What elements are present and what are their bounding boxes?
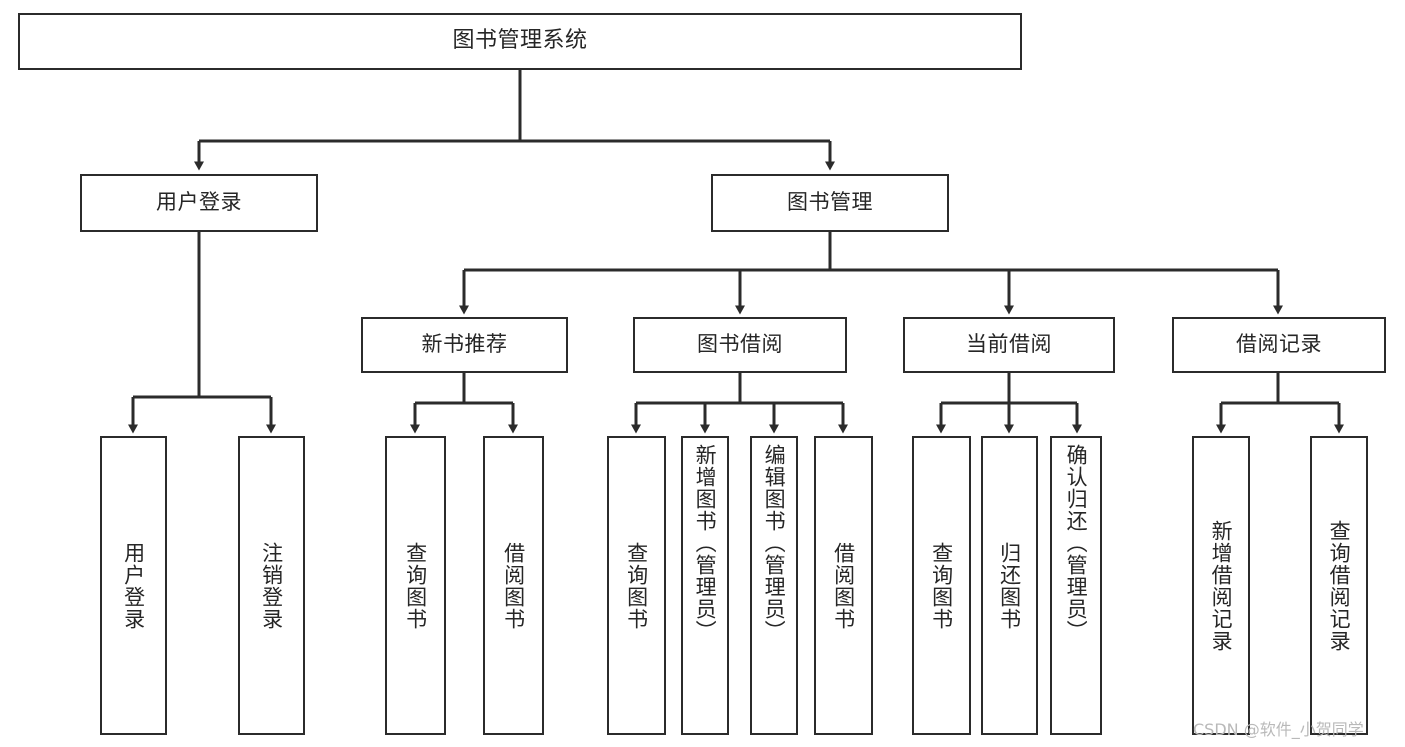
node-leaf-add-book[interactable]: 新增图书（管理员） xyxy=(681,436,729,735)
node-root-label: 图书管理系统 xyxy=(452,28,588,54)
node-leaf-add-record[interactable]: 新增借阅记录 xyxy=(1192,436,1250,735)
node-leaf-borrow-book-2[interactable]: 借阅图书 xyxy=(814,436,873,735)
node-book-borrow[interactable]: 图书借阅 xyxy=(633,317,847,373)
node-leaf-return-book-label: 归还图书 xyxy=(997,541,1022,630)
node-leaf-borrow-book-1[interactable]: 借阅图书 xyxy=(483,436,544,735)
node-current-borrow[interactable]: 当前借阅 xyxy=(903,317,1115,373)
node-user-login[interactable]: 用户登录 xyxy=(80,174,318,232)
node-leaf-query-book-1-label: 查询图书 xyxy=(403,541,428,630)
node-leaf-borrow-book-1-label: 借阅图书 xyxy=(501,541,526,630)
node-leaf-add-book-label: 新增图书（管理员） xyxy=(693,444,718,642)
node-root[interactable]: 图书管理系统 xyxy=(18,13,1022,70)
node-leaf-query-book-2[interactable]: 查询图书 xyxy=(607,436,666,735)
node-book-borrow-label: 图书借阅 xyxy=(697,332,783,357)
node-leaf-query-book-2-label: 查询图书 xyxy=(624,541,649,630)
node-leaf-user-login-label: 用户登录 xyxy=(121,541,146,630)
node-borrow-record[interactable]: 借阅记录 xyxy=(1172,317,1386,373)
csdn-watermark: CSDN @软件_小贺同学 xyxy=(1193,720,1364,739)
node-new-book-rec-label: 新书推荐 xyxy=(421,332,508,357)
node-current-borrow-label: 当前借阅 xyxy=(966,332,1052,357)
node-leaf-edit-book[interactable]: 编辑图书（管理员） xyxy=(750,436,798,735)
node-leaf-query-record[interactable]: 查询借阅记录 xyxy=(1310,436,1368,735)
node-leaf-query-record-label: 查询借阅记录 xyxy=(1327,519,1352,652)
node-leaf-edit-book-label: 编辑图书（管理员） xyxy=(762,444,787,642)
node-leaf-query-book-1[interactable]: 查询图书 xyxy=(385,436,446,735)
node-leaf-logout[interactable]: 注销登录 xyxy=(238,436,305,735)
node-user-login-label: 用户登录 xyxy=(156,190,242,215)
node-leaf-confirm-return-label: 确认归还（管理员） xyxy=(1064,444,1089,642)
node-new-book-rec[interactable]: 新书推荐 xyxy=(361,317,568,373)
node-book-manage[interactable]: 图书管理 xyxy=(711,174,949,232)
node-borrow-record-label: 借阅记录 xyxy=(1236,332,1322,357)
node-book-manage-label: 图书管理 xyxy=(787,190,873,215)
node-leaf-borrow-book-2-label: 借阅图书 xyxy=(831,541,856,630)
node-leaf-query-book-3[interactable]: 查询图书 xyxy=(912,436,971,735)
node-leaf-user-login[interactable]: 用户登录 xyxy=(100,436,167,735)
node-leaf-return-book[interactable]: 归还图书 xyxy=(981,436,1038,735)
node-leaf-confirm-return[interactable]: 确认归还（管理员） xyxy=(1050,436,1102,735)
node-leaf-logout-label: 注销登录 xyxy=(259,541,284,630)
node-leaf-query-book-3-label: 查询图书 xyxy=(929,541,954,630)
node-leaf-add-record-label: 新增借阅记录 xyxy=(1209,519,1234,652)
